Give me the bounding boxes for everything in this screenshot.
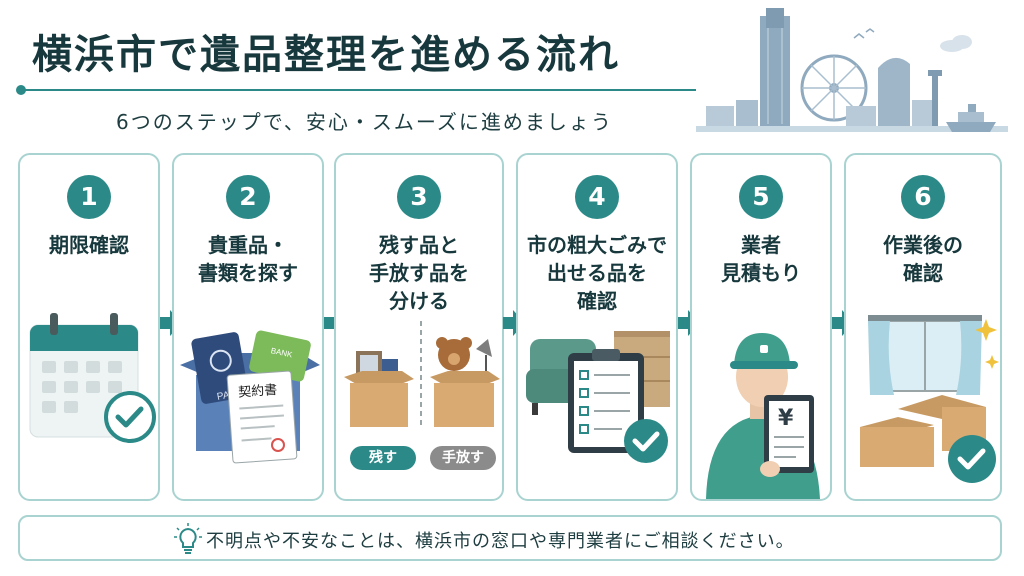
step-label: 市の粗大ごみで 出せる品を 確認 xyxy=(527,233,667,313)
step-label: 残す品と 手放す品を 分ける xyxy=(369,233,469,313)
arrow-right-icon xyxy=(678,310,700,336)
step-label: 業者 見積もり xyxy=(721,233,801,285)
step-card-2: 2 貴重品・ 書類を探す PASS BANK 契約書 xyxy=(172,153,324,501)
lightbulb-icon xyxy=(174,523,202,554)
yen-symbol: ¥ xyxy=(778,406,794,431)
clean-room-check-icon xyxy=(860,315,999,483)
release-label: 手放す xyxy=(430,446,496,470)
footer-note-text: 不明点や不安なことは、横浜市の窓口や専門業者にご相談ください。 xyxy=(206,531,795,552)
step-label: 作業後の 確認 xyxy=(883,233,963,285)
step-card-5: 5 業者 見積もり ¥ xyxy=(690,153,832,501)
valuables-box-icon: PASS BANK 契約書 xyxy=(180,330,320,464)
arrow-right-icon xyxy=(832,310,854,336)
step-number: 2 xyxy=(226,175,270,219)
step-number: 3 xyxy=(397,175,441,219)
step-number: 6 xyxy=(901,175,945,219)
title-rule xyxy=(18,89,696,91)
arrow-right-icon xyxy=(160,310,182,336)
step-card-6: 6 作業後の 確認 xyxy=(844,153,1002,501)
step-label: 期限確認 xyxy=(49,233,129,257)
step-card-3: 3 残す品と 手放す品を 分ける 残す 手放す xyxy=(334,153,504,501)
keep-label: 残す xyxy=(350,446,416,470)
contract-doc-label: 契約書 xyxy=(238,383,278,401)
sorting-boxes-icon xyxy=(344,321,500,429)
step-number: 4 xyxy=(575,175,619,219)
step-label: 貴重品・ 書類を探す xyxy=(198,233,298,285)
worker-estimate-icon: ¥ xyxy=(706,333,820,499)
page-subtitle: 6つのステップで、安心・スムーズに進めましょう xyxy=(116,110,613,134)
step-card-4: 4 市の粗大ごみで 出せる品を 確認 xyxy=(516,153,678,501)
step-card-1: 1 期限確認 xyxy=(18,153,160,501)
footer-note: 不明点や不安なことは、横浜市の窓口や専門業者にご相談ください。 xyxy=(18,515,1002,561)
page-title: 横浜市で遺品整理を進める流れ xyxy=(32,32,620,78)
yokohama-skyline-icon xyxy=(696,8,1008,132)
furniture-checklist-icon xyxy=(526,331,670,463)
step-number: 5 xyxy=(739,175,783,219)
step-number: 1 xyxy=(67,175,111,219)
calendar-check-icon xyxy=(29,313,156,443)
arrow-right-icon xyxy=(503,310,525,336)
